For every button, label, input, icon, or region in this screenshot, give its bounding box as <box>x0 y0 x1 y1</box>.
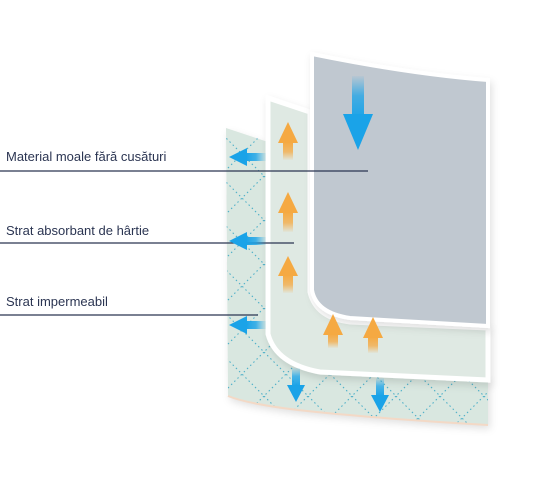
up-arrow-icon <box>278 192 298 232</box>
down-arrow-icon <box>343 76 373 150</box>
up-arrow-icon <box>323 314 343 348</box>
left-arrow-icon <box>229 232 266 250</box>
label-top-layer: Material moale fără cusături <box>6 149 167 164</box>
down-arrow-icon <box>287 368 305 402</box>
label-absorbent-layer: Strat absorbant de hârtie <box>6 223 150 238</box>
up-arrow-icon <box>278 122 298 160</box>
up-arrow-icon <box>363 317 383 353</box>
absorbent-layer <box>265 94 491 383</box>
left-arrow-icon <box>229 316 266 334</box>
left-arrow-icon <box>229 148 266 166</box>
up-arrow-icon <box>278 256 298 293</box>
label-barrier-layer: Strat impermeabil <box>6 294 108 309</box>
top-layer <box>310 51 490 329</box>
down-arrow-icon <box>371 378 389 412</box>
